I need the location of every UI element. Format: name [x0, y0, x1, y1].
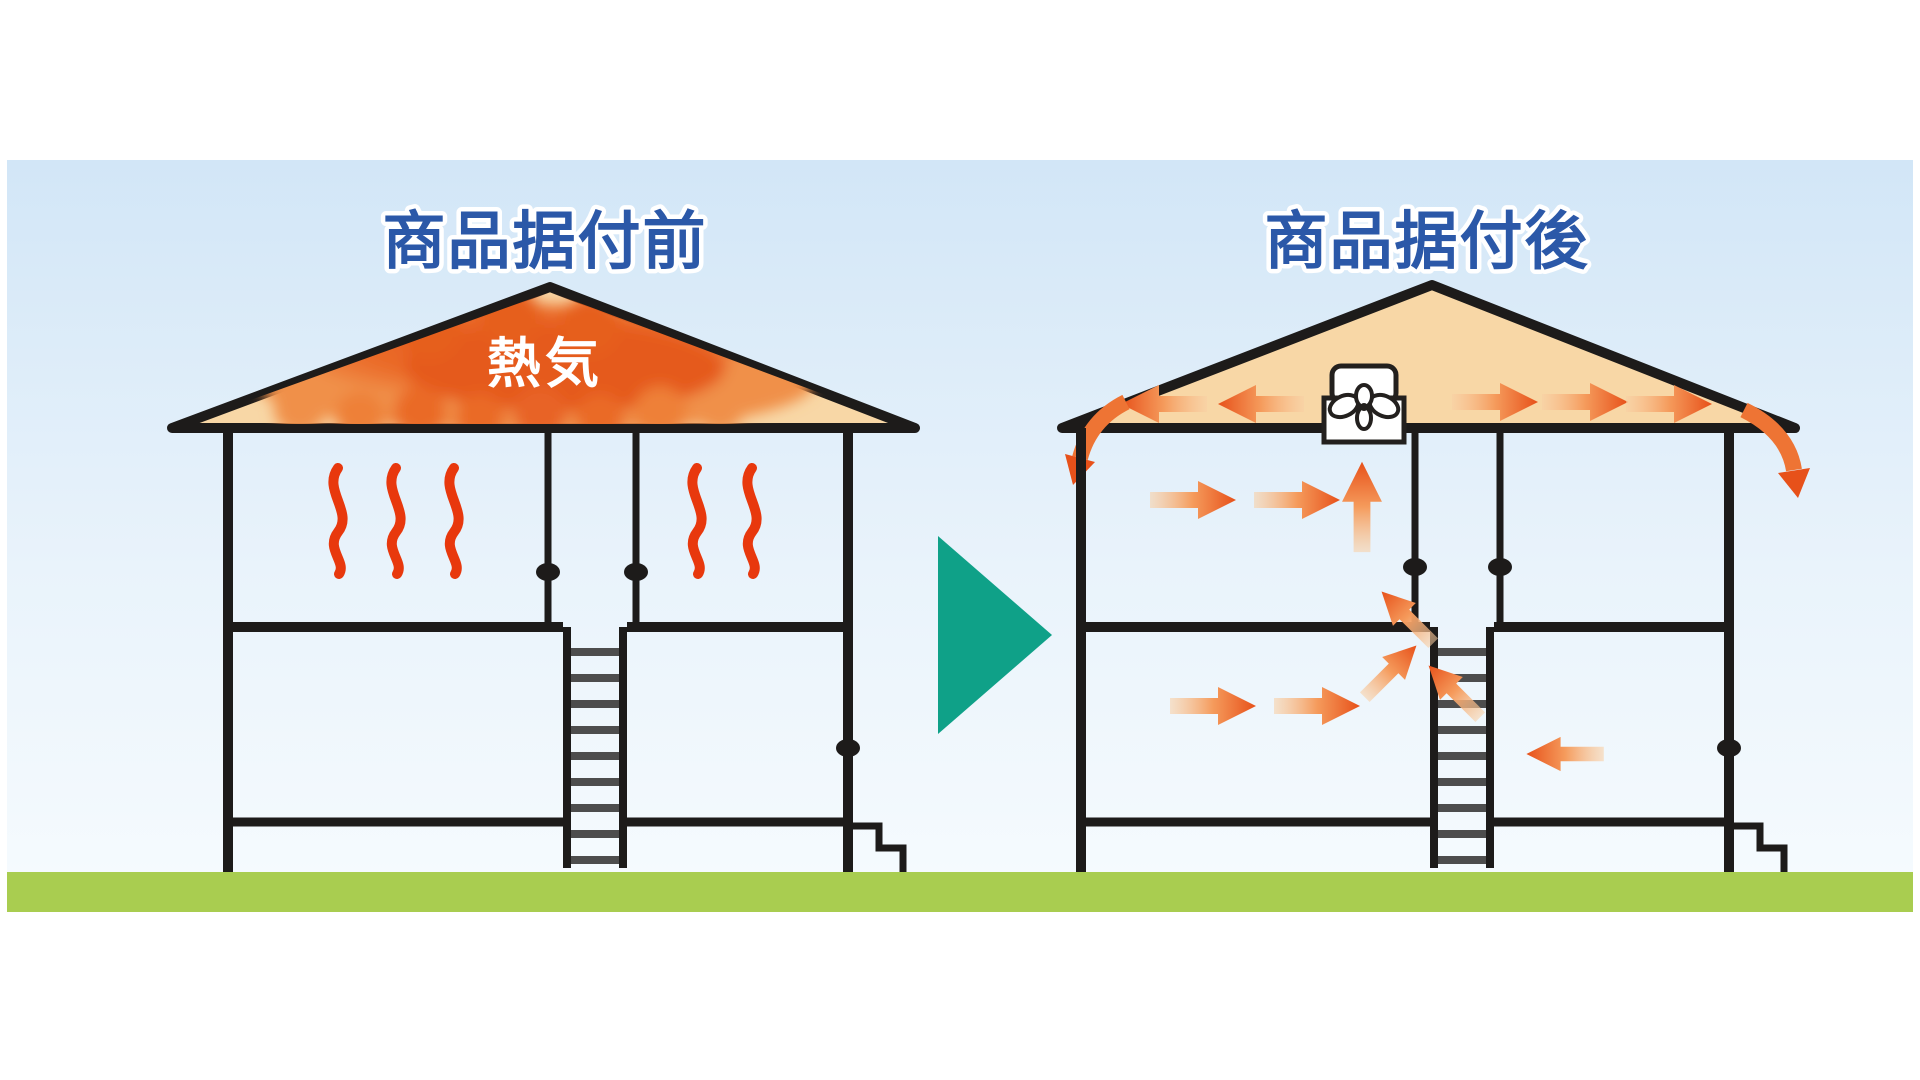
door-knob: [836, 739, 860, 757]
attic-heat-cloud: [255, 292, 815, 424]
house-after: [1057, 280, 1810, 872]
door-knob: [1717, 739, 1741, 757]
sky-background: [7, 160, 1913, 874]
transition-arrow-icon: [938, 536, 1052, 734]
ground-strip: [7, 872, 1913, 912]
partition-doors: [536, 431, 648, 623]
after-title: 商品据付後: [1265, 205, 1590, 278]
floor-lines: [1078, 622, 1732, 827]
partition-doors: [1403, 431, 1512, 623]
heat-label: 熱気: [487, 332, 603, 395]
eave-exhaust-arrow: [1740, 402, 1810, 498]
ventilation-fan-icon: [1321, 363, 1407, 445]
stairs-before: [563, 627, 627, 868]
entrance-steps: [1734, 822, 1788, 872]
before-title: 商品据付前: [383, 205, 708, 278]
door-knob: [624, 563, 648, 581]
door-knob: [1403, 558, 1427, 576]
floor-lines: [225, 622, 851, 827]
house-before: 熱気: [167, 282, 920, 872]
door-knob: [536, 563, 560, 581]
entrance-steps: [853, 822, 907, 872]
door-knob: [1488, 558, 1512, 576]
